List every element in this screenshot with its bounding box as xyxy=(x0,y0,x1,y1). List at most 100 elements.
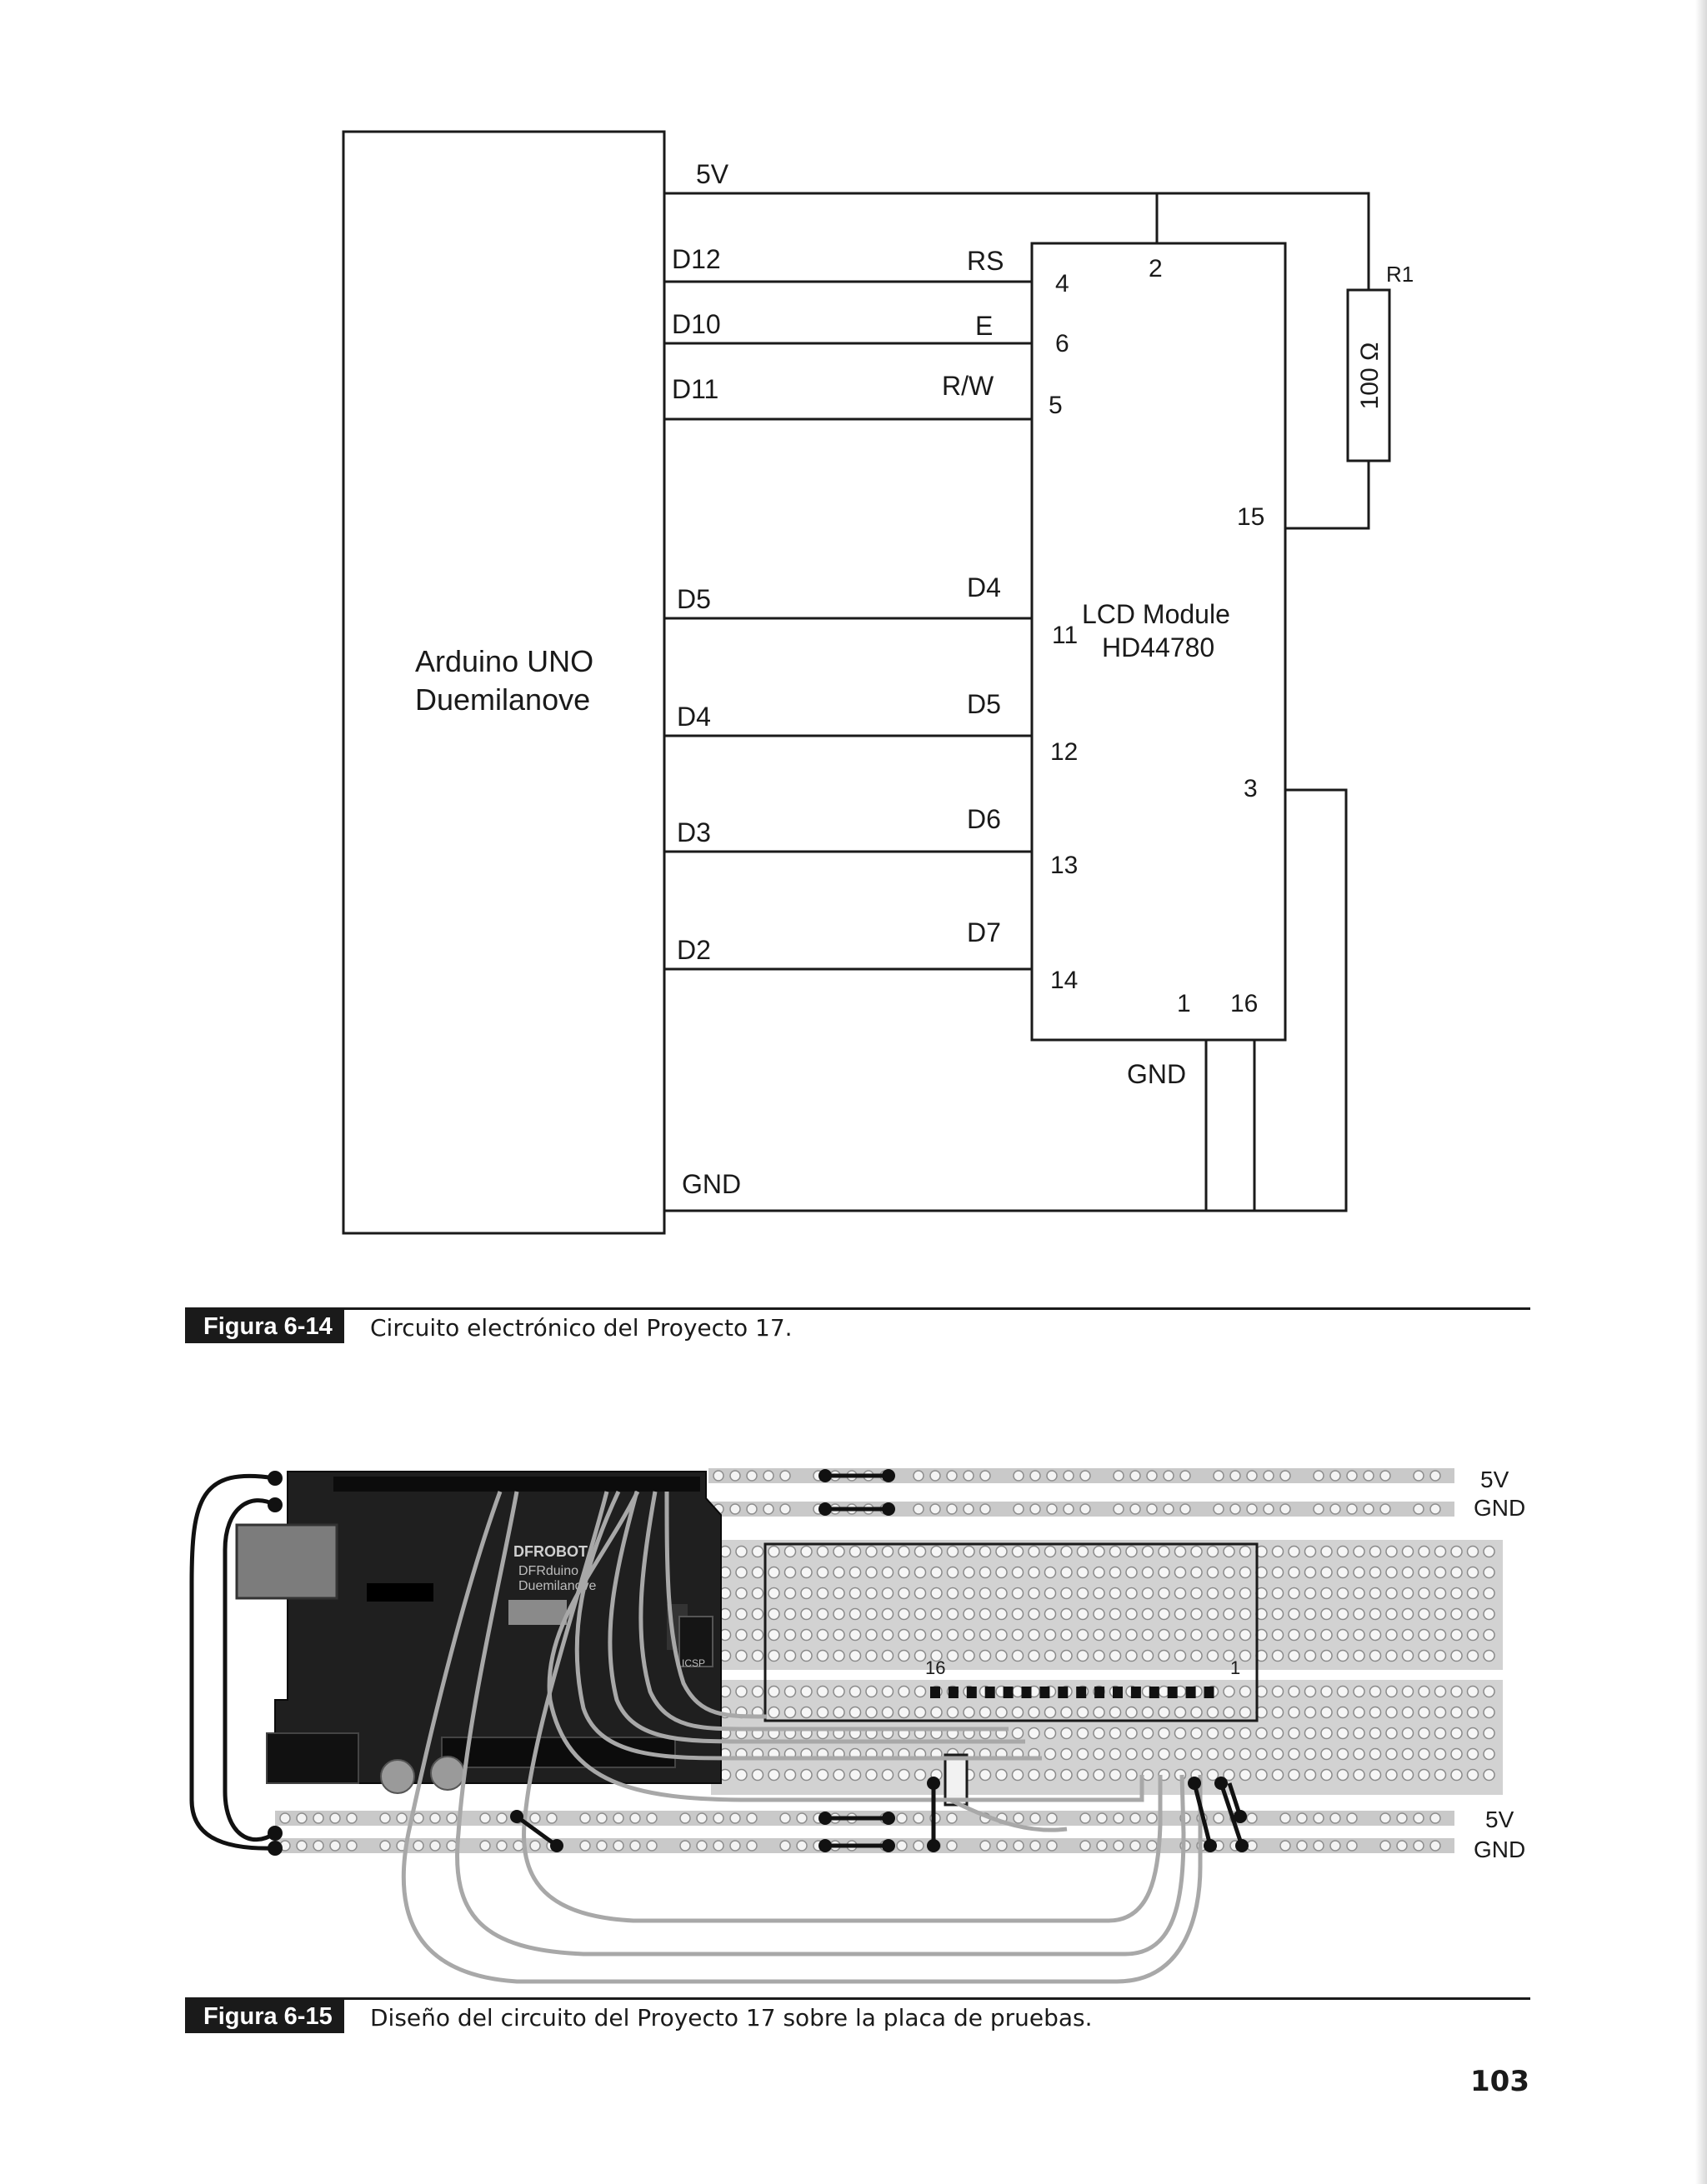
breadboard-hole xyxy=(1223,1747,1235,1761)
breadboard-hole xyxy=(1483,1607,1495,1621)
rail-hole xyxy=(1129,1812,1141,1824)
rail-hole xyxy=(929,1470,941,1482)
breadboard-hole xyxy=(783,1706,797,1719)
rail-hole xyxy=(1063,1470,1074,1482)
breadboard-hole xyxy=(1385,1727,1398,1740)
rail-hole xyxy=(1013,1503,1024,1515)
breadboard-hole xyxy=(1141,1706,1154,1719)
rail-hole xyxy=(746,1503,758,1515)
breadboard-hole xyxy=(1271,1727,1284,1740)
breadboard-hole xyxy=(1044,1566,1057,1579)
breadboard-hole xyxy=(1288,1649,1300,1662)
rail-hole xyxy=(1413,1812,1424,1824)
breadboard-hole xyxy=(1158,1566,1170,1579)
breadboard-hole xyxy=(995,1607,1008,1621)
breadboard-hole xyxy=(1353,1768,1365,1782)
breadboard-hole xyxy=(1206,1727,1219,1740)
breadboard-hole xyxy=(1320,1706,1333,1719)
breadboard-hole xyxy=(1093,1607,1105,1621)
rail-hole xyxy=(1429,1812,1441,1824)
breadboard-hole xyxy=(1369,1545,1382,1558)
breadboard-hole xyxy=(979,1566,992,1579)
breadboard-hole xyxy=(1239,1685,1252,1698)
lcd-signal-d5: D5 xyxy=(967,689,1001,719)
rail-hole xyxy=(1113,1812,1124,1824)
breadboard-hole xyxy=(1093,1587,1105,1600)
breadboard-hole xyxy=(1223,1628,1235,1642)
breadboard-hole xyxy=(898,1649,910,1662)
rail-hole xyxy=(596,1812,608,1824)
rail-hole xyxy=(1396,1812,1408,1824)
breadboard-hole xyxy=(1158,1545,1170,1558)
lcd-signal-rw: R/W xyxy=(942,371,994,401)
breadboard-hole xyxy=(979,1545,992,1558)
breadboard-hole xyxy=(881,1649,894,1662)
rail-hole xyxy=(1013,1840,1024,1852)
breadboard-hole xyxy=(1434,1607,1447,1621)
breadboard-hole xyxy=(1076,1727,1089,1740)
rail-hole xyxy=(679,1840,691,1852)
rail-hole xyxy=(529,1812,541,1824)
breadboard-hole xyxy=(1174,1607,1187,1621)
breadboard-hole xyxy=(963,1587,975,1600)
breadboard-hole xyxy=(1385,1685,1398,1698)
breadboard-hole xyxy=(1466,1747,1479,1761)
breadboard-hole xyxy=(800,1566,813,1579)
rail-hole xyxy=(546,1812,558,1824)
breadboard-hole xyxy=(1093,1747,1105,1761)
rail-hole xyxy=(1379,1503,1391,1515)
breadboard-hole xyxy=(930,1706,943,1719)
rail-hole xyxy=(413,1840,424,1852)
breadboard-hole xyxy=(1011,1768,1024,1782)
breadboard-hole xyxy=(735,1607,748,1621)
breadboard-hole xyxy=(1271,1706,1284,1719)
breadboard-hole xyxy=(995,1566,1008,1579)
breadboard-hole xyxy=(735,1649,748,1662)
rail-hole xyxy=(1329,1503,1341,1515)
breadboard-hole xyxy=(1060,1727,1073,1740)
breadboard-hole xyxy=(833,1649,845,1662)
breadboard-hole xyxy=(1320,1628,1333,1642)
rail-hole xyxy=(1163,1470,1174,1482)
breadboard-hole xyxy=(1028,1727,1040,1740)
breadboard-hole xyxy=(898,1706,910,1719)
breadboard-hole xyxy=(816,1685,829,1698)
rail-hole xyxy=(713,1470,724,1482)
lcd-header-pin xyxy=(930,1687,940,1698)
breadboard-hole xyxy=(1353,1628,1365,1642)
arduino-pin-5v: 5V xyxy=(696,159,729,189)
breadboard-hole xyxy=(768,1649,780,1662)
breadboard-hole xyxy=(1271,1566,1284,1579)
breadboard-hole xyxy=(881,1566,894,1579)
breadboard-hole xyxy=(930,1587,943,1600)
breadboard-hole xyxy=(995,1768,1008,1782)
breadboard-hole xyxy=(816,1566,829,1579)
breadboard-hole xyxy=(1369,1607,1382,1621)
breadboard-hole xyxy=(1418,1545,1430,1558)
rail-hole xyxy=(1096,1812,1108,1824)
breadboard-hole xyxy=(898,1566,910,1579)
rail-hole xyxy=(729,1840,741,1852)
rail-hole xyxy=(1363,1503,1374,1515)
breadboard-hole xyxy=(1385,1566,1398,1579)
rail-hole xyxy=(779,1503,791,1515)
breadboard-hole xyxy=(768,1685,780,1698)
breadboard-hole xyxy=(816,1545,829,1558)
breadboard-hole xyxy=(1158,1587,1170,1600)
lcd-pin-12: 12 xyxy=(1050,738,1078,766)
breadboard-hole xyxy=(1093,1566,1105,1579)
rail-label-bottom-5v: 5V xyxy=(1485,1807,1514,1832)
rail-hole xyxy=(1329,1840,1341,1852)
lcd-header-pin xyxy=(1185,1687,1196,1698)
lcd-header-pin xyxy=(1039,1687,1050,1698)
breadboard-hole xyxy=(946,1545,959,1558)
breadboard-hole xyxy=(963,1649,975,1662)
breadboard-hole xyxy=(1223,1566,1235,1579)
breadboard-hole xyxy=(1434,1706,1447,1719)
breadboard-hole xyxy=(1304,1607,1317,1621)
power-jack xyxy=(266,1732,359,1784)
breadboard-hole xyxy=(881,1768,894,1782)
breadboard-hole xyxy=(1109,1747,1122,1761)
breadboard-hole xyxy=(946,1649,959,1662)
breadboard-hole xyxy=(1060,1768,1073,1782)
